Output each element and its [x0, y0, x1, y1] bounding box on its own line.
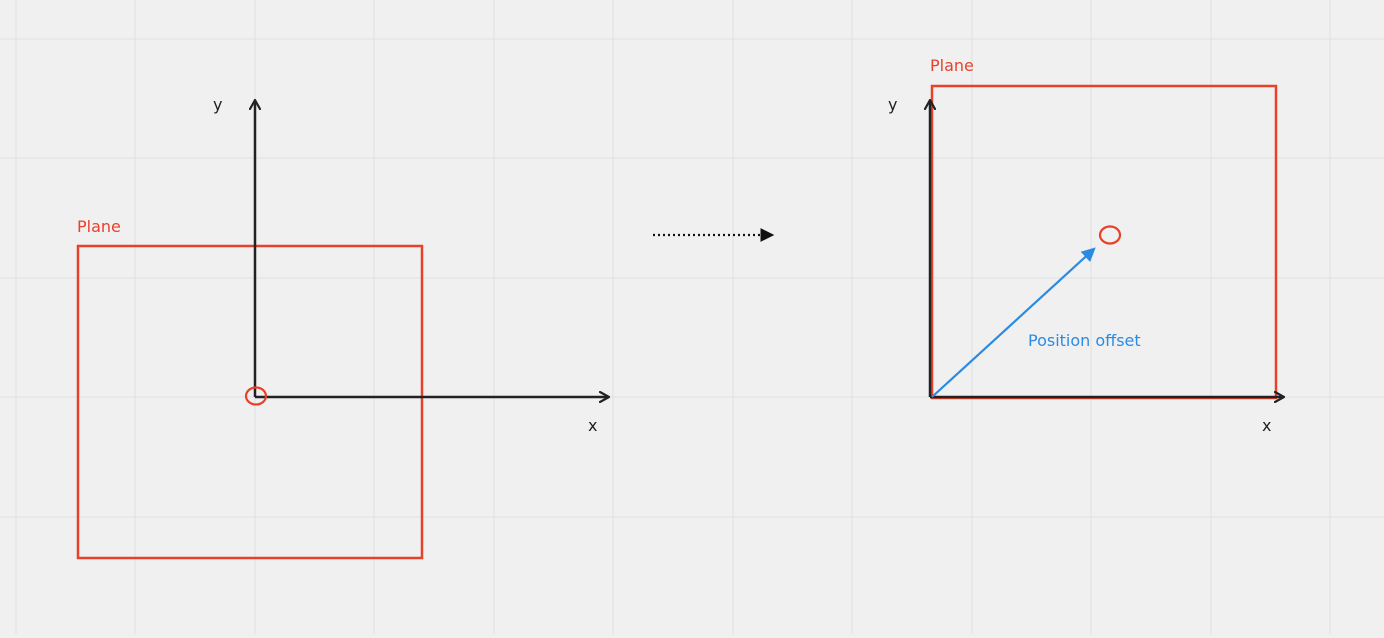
position-offset-label: Position offset	[1028, 331, 1141, 350]
left-x-axis-label: x	[588, 416, 598, 435]
left-plane-rect[interactable]	[76, 244, 424, 560]
left-origin-marker[interactable]	[244, 386, 268, 406]
right-diagram	[930, 84, 1283, 398]
right-y-axis-label: y	[888, 95, 898, 114]
left-diagram	[76, 101, 608, 560]
right-plane-label: Plane	[930, 56, 974, 75]
right-x-axis-label: x	[1262, 416, 1272, 435]
position-offset-arrow	[931, 247, 1096, 398]
left-plane-label: Plane	[77, 217, 121, 236]
left-y-axis-label: y	[213, 95, 223, 114]
right-origin-marker[interactable]	[1098, 225, 1122, 245]
